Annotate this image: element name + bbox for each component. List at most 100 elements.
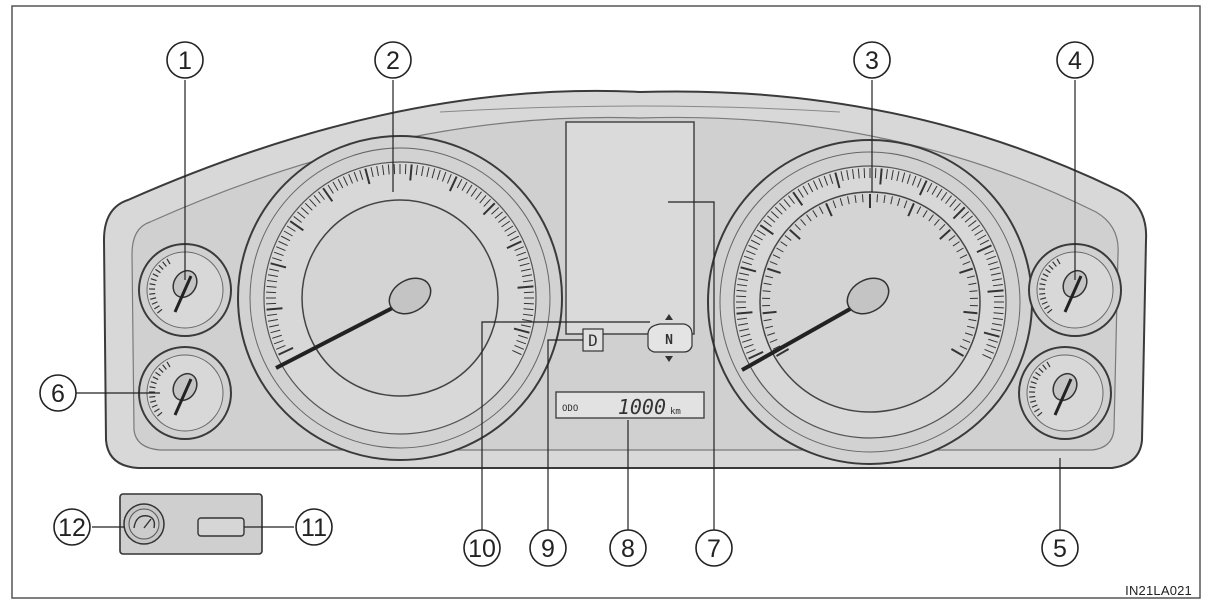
speedometer-tick <box>276 246 286 252</box>
callout-label: 1 <box>178 47 192 75</box>
neutral-indicator: N <box>647 314 693 362</box>
tachometer-tick <box>807 182 814 193</box>
tachometer-tick <box>739 328 750 332</box>
tachometer-tick <box>748 244 758 251</box>
tachometer-tick <box>901 172 906 183</box>
odometer-label: ODO <box>562 404 578 414</box>
speedometer-tick <box>267 313 278 316</box>
tachometer-inner-scale <box>762 194 978 357</box>
speedometer-scale <box>266 164 534 356</box>
tachometer-tick <box>743 343 754 349</box>
callout-7: 7 <box>695 529 733 567</box>
tachometer-inner-tick <box>966 325 975 329</box>
tachometer-tick <box>976 244 992 254</box>
speedometer-tick <box>293 216 302 223</box>
tachometer-tick <box>788 195 795 204</box>
tachometer-tick <box>953 202 961 211</box>
neutral-letter: N <box>665 333 673 348</box>
speedometer-tick <box>286 225 296 232</box>
speedometer-tick <box>436 170 441 180</box>
tachometer-tick <box>984 250 994 256</box>
speedometer-tick <box>461 181 468 191</box>
speedometer-tick <box>456 178 463 189</box>
tachometer-inner-tick <box>907 202 915 217</box>
speedometer-tick <box>516 339 527 345</box>
tachometer-tick <box>992 278 1003 281</box>
tachometer-inner-tick <box>959 345 968 350</box>
tachometer-tick <box>740 266 757 273</box>
callout-10: 10 <box>463 529 501 567</box>
speedometer-tick <box>270 262 287 269</box>
speedometer-tick <box>516 251 527 257</box>
tachometer-tick <box>797 188 804 198</box>
speedometer-tick <box>426 167 430 178</box>
tachometer-tick <box>774 206 783 215</box>
tachometer-tick <box>968 220 977 227</box>
tachometer-tick <box>767 215 776 223</box>
leader-lines <box>75 80 1076 540</box>
tachometer-inner-tick <box>956 247 964 253</box>
speedometer-tick <box>278 240 288 247</box>
tachometer-tick <box>737 278 748 281</box>
speedometer-tick <box>376 165 379 176</box>
tachometer <box>707 139 1033 465</box>
tachometer-tick <box>763 220 772 227</box>
tachometer-tick <box>746 348 756 354</box>
speedometer-tick <box>415 165 418 176</box>
speedometer-tick <box>441 171 447 182</box>
speedometer-tick <box>359 170 364 180</box>
speedometer-tick <box>297 211 306 219</box>
callout-12: 12 <box>53 508 91 546</box>
callout-9: 9 <box>529 529 567 567</box>
callout-label: 10 <box>468 535 496 563</box>
tachometer-inner-tick <box>794 223 801 231</box>
speedometer-tick <box>507 230 517 237</box>
speedometer-tick <box>318 191 325 200</box>
speedometer-tick <box>520 268 531 272</box>
tachometer-tick <box>977 234 987 241</box>
tachometer-tick <box>746 250 756 256</box>
speedometer-tick <box>273 251 284 257</box>
speedometer-tick <box>498 216 507 223</box>
tachometer-tick <box>974 229 984 236</box>
tachometer-inner-tick <box>775 348 790 357</box>
speedometer-tick <box>514 344 524 350</box>
tachometer-inner-tick <box>784 235 792 241</box>
tachometer-inner-tick <box>762 290 771 293</box>
arrow-down-icon <box>665 356 673 362</box>
tachometer-inner-tick <box>876 194 879 203</box>
speedometer-tick <box>513 327 530 334</box>
tachometer-inner-tick <box>897 198 901 207</box>
speedometer-tick <box>523 308 534 311</box>
speedometer-tick <box>522 319 533 322</box>
tachometer-tick <box>792 191 804 206</box>
speedometer-tick <box>475 191 482 200</box>
speedometer-tick <box>387 164 390 175</box>
speedometer-tick <box>353 171 359 182</box>
speedometer-tick <box>370 167 374 178</box>
speedometer-tick <box>520 324 531 328</box>
tachometer-inner-tick <box>959 267 974 274</box>
tachometer-tick <box>961 211 970 219</box>
callout-label: 4 <box>1068 47 1082 75</box>
speedometer-tick <box>448 176 458 192</box>
tachometer-inner-tick <box>964 332 973 336</box>
speedometer-tick <box>278 346 294 356</box>
tachometer-tick <box>742 261 752 266</box>
tachometer-tick <box>779 202 787 211</box>
tachometer-tick <box>834 172 841 189</box>
arrow-up-icon <box>665 314 673 320</box>
tachometer-tick <box>737 284 748 287</box>
speedometer-tick <box>483 198 491 207</box>
tachometer-tick <box>802 185 809 195</box>
tachometer-tick <box>879 168 883 185</box>
tachometer-tick <box>971 224 981 232</box>
tachometer-inner-tick <box>903 200 908 209</box>
callout-1: 1 <box>166 41 204 79</box>
callout-label: 6 <box>51 380 65 408</box>
tachometer-inner-tick <box>916 206 922 214</box>
speedometer-tick <box>267 319 278 322</box>
speedometer-tick <box>266 285 277 288</box>
tachometer-tick <box>993 312 1004 315</box>
